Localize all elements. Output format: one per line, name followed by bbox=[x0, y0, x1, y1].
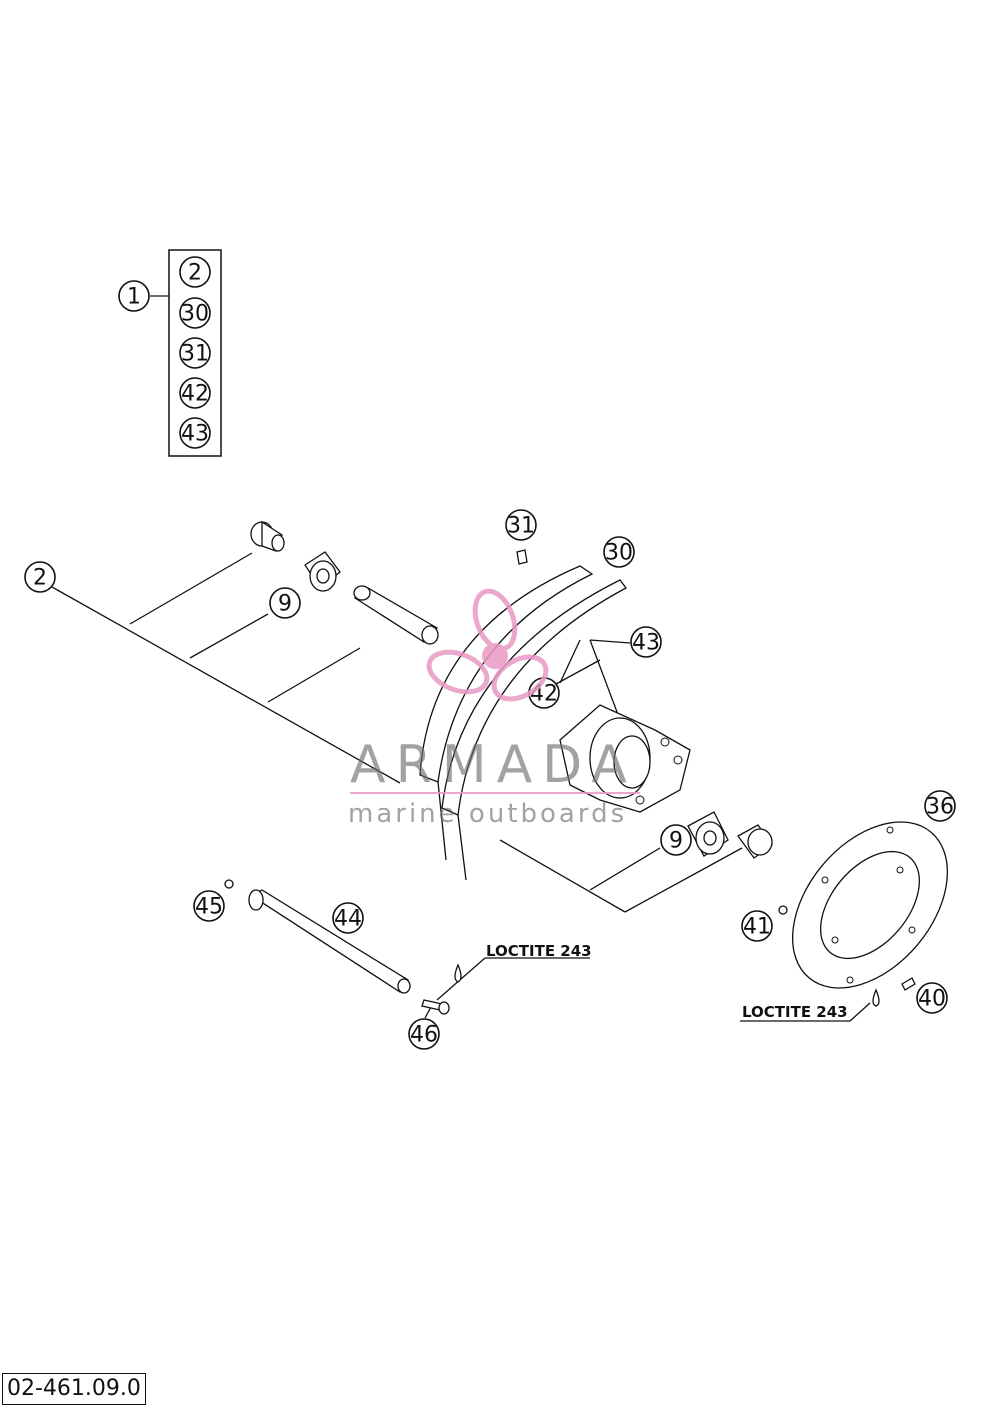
axle-washer bbox=[224, 879, 234, 889]
axle-bolt bbox=[421, 999, 450, 1015]
drawing-code: 02-461.09.0 bbox=[2, 1373, 146, 1405]
loctite-drop-right bbox=[872, 988, 880, 1007]
group-item-2-label: 2 bbox=[188, 261, 202, 286]
callout-2: 2 bbox=[24, 561, 56, 593]
callout-44-label: 44 bbox=[334, 907, 362, 932]
group-item-2: 2 bbox=[179, 256, 211, 288]
group-item-42-label: 42 bbox=[181, 382, 209, 407]
callout-2-label: 2 bbox=[33, 566, 47, 591]
callout-9-upper: 9 bbox=[269, 587, 301, 619]
loctite-note-right: LOCTITE 243 bbox=[742, 1003, 848, 1021]
watermark: ARMADA marine outboards bbox=[348, 588, 640, 829]
callout-41-label: 41 bbox=[743, 915, 771, 940]
callout-9-lower: 9 bbox=[660, 824, 692, 856]
disc-washer bbox=[778, 905, 788, 915]
spacer-lower bbox=[737, 824, 773, 859]
spoke-nipple bbox=[516, 549, 528, 565]
wheel-axle bbox=[248, 889, 411, 994]
watermark-propeller-logo bbox=[426, 588, 549, 702]
callout-42-label: 42 bbox=[530, 682, 558, 707]
callout-36: 36 bbox=[924, 790, 956, 822]
callout-9-lower-label: 9 bbox=[669, 829, 683, 854]
callout-41: 41 bbox=[741, 910, 773, 942]
watermark-brand: ARMADA bbox=[350, 735, 637, 795]
group-item-30: 30 bbox=[179, 297, 211, 329]
callout-9-upper-label: 9 bbox=[278, 592, 292, 617]
wheel-hub bbox=[559, 704, 691, 813]
callout-30-label: 30 bbox=[605, 541, 633, 566]
loctite-note-left: LOCTITE 243 bbox=[486, 942, 592, 960]
callout-44: 44 bbox=[332, 902, 364, 934]
callout-43-label: 43 bbox=[632, 631, 660, 656]
callout-46: 46 bbox=[408, 1018, 440, 1050]
group-item-42: 42 bbox=[179, 377, 211, 409]
callout-31: 31 bbox=[505, 509, 537, 541]
callout-30: 30 bbox=[603, 536, 635, 568]
callout-45: 45 bbox=[193, 890, 225, 922]
group-item-30-label: 30 bbox=[181, 302, 209, 327]
callout-36-label: 36 bbox=[926, 795, 954, 820]
group-item-43-label: 43 bbox=[181, 422, 209, 447]
callout-40-label: 40 bbox=[918, 987, 946, 1012]
callout-31-label: 31 bbox=[507, 514, 535, 539]
group-item-31: 31 bbox=[179, 337, 211, 369]
wheel-rim bbox=[419, 565, 627, 881]
callout-1: 1 bbox=[118, 280, 150, 312]
callout-40: 40 bbox=[916, 982, 948, 1014]
disc-screw bbox=[901, 977, 916, 991]
group-item-43: 43 bbox=[179, 417, 211, 449]
distance-sleeve bbox=[353, 585, 439, 645]
group-item-31-label: 31 bbox=[181, 342, 209, 367]
leader-lines bbox=[51, 552, 871, 1022]
callout-43: 43 bbox=[630, 626, 662, 658]
callout-46-label: 46 bbox=[410, 1023, 438, 1048]
loctite-drop-left bbox=[454, 963, 462, 983]
callout-1-label: 1 bbox=[127, 285, 141, 310]
bearing-lower bbox=[687, 811, 729, 857]
callout-45-label: 45 bbox=[195, 895, 223, 920]
spacer-part bbox=[250, 520, 285, 552]
bearing-upper bbox=[304, 551, 341, 592]
watermark-tagline: marine outboards bbox=[348, 799, 627, 829]
brake-disc bbox=[791, 821, 949, 989]
